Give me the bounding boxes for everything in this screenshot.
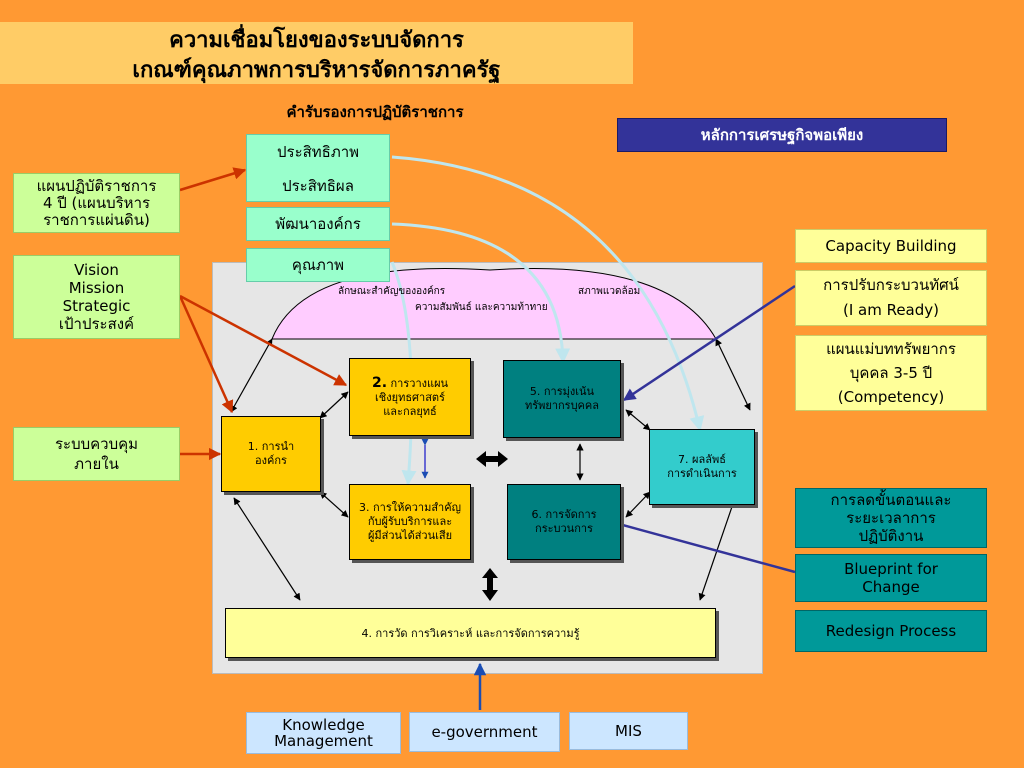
category-3-line1: 3. การให้ความสำคัญ [359, 501, 461, 514]
arrow-hr-results [625, 409, 651, 431]
title-line-1: ความเชื่อมโยงของระบบจัดการ [169, 27, 464, 53]
quality-box: คุณภาพ [246, 248, 390, 282]
vision-line1: Vision [74, 261, 119, 279]
title-band: ความเชื่อมโยงของระบบจัดการ เกณฑ์คุณภาพกา… [0, 22, 633, 84]
arrow-lead-customer [319, 491, 349, 518]
category-7-line2: การดำเนินการ [667, 467, 737, 480]
category-2-line2: เชิงยุทธศาสตร์ [375, 390, 445, 404]
plan-line2: 4 ปี (แผนบริหาร [42, 193, 151, 212]
curve-quality-customer [390, 261, 417, 486]
category-1-line1: 1. การนำ [247, 440, 295, 453]
category-6-line2: กระบวนการ [535, 522, 593, 535]
profile-label-right: สภาพแวดล้อม [578, 286, 641, 297]
arrow-lead-planning [319, 391, 349, 419]
mindset-line1: การปรับกระบวนทัศน์ [823, 276, 959, 294]
efficiency-label: ประสิทธิภาพ [276, 143, 360, 161]
arrow-process-results [625, 491, 651, 518]
profile-arc [271, 267, 717, 340]
internal-control-box: ระบบควบคุม ภายใน [13, 427, 180, 481]
curve-orgdev-hr [391, 222, 571, 364]
vision-mission-box: Vision Mission Strategic เป้าประสงค์ [13, 255, 180, 339]
category-5-line2: ทรัพยากรบุคคล [524, 399, 600, 412]
sufficiency-economy-label: หลักการเศรษฐกิจพอเพียง [617, 118, 947, 152]
category-6-process-management: 6. การจัดการ กระบวนการ [507, 484, 621, 560]
operational-plan-box: แผนปฏิบัติราชการ 4 ปี (แผนบริหาร ราชการแ… [13, 173, 180, 233]
category-2-line3: และกลยุทธ์ [383, 404, 437, 418]
category-1-line2: องค์กร [255, 454, 287, 467]
blueprint-line1: Blueprint for [844, 560, 938, 578]
effectiveness-label: ประสิทธิผล [282, 177, 354, 195]
category-3-line3: ผู้มีส่วนได้ส่วนเสีย [367, 529, 453, 542]
category-2-number: 2. [371, 374, 388, 391]
mindset-line2: (I am Ready) [842, 301, 940, 319]
category-5-line1: 5. การมุ่งเน้น [529, 385, 595, 398]
mindset-box: การปรับกระบวนทัศน์ (I am Ready) [795, 270, 987, 326]
control-line2: ภายใน [74, 455, 119, 473]
hr-line2: บุคคล 3-5 ปี [849, 364, 933, 382]
reduce-line1: การลดขั้นตอนและ [830, 491, 952, 509]
hr-line3: (Competency) [837, 388, 945, 406]
plan-line3: ราชการแผ่นดิน) [43, 210, 150, 229]
curve-efficiency-results [391, 155, 705, 432]
redesign-process-box: Redesign Process [795, 610, 987, 652]
vision-line2: Mission [68, 279, 125, 297]
category-7-line1: 7. ผลลัพธ์ [678, 453, 726, 466]
profile-label-center: ความสัมพันธ์ และความท้าทาย [415, 302, 548, 313]
plan-line1: แผนปฏิบัติราชการ [36, 176, 157, 195]
category-7-results: 7. ผลลัพธ์ การดำเนินการ [649, 429, 755, 505]
reduce-steps-box: การลดขั้นตอนและ ระยะเวลาการ ปฏิบัติงาน [795, 488, 987, 548]
category-3-customer-focus: 3. การให้ความสำคัญ กับผู้รับบริการและ ผู… [349, 484, 471, 560]
category-1-leadership: 1. การนำ องค์กร [221, 416, 321, 492]
e-government-box: e-government [409, 712, 560, 752]
hr-master-plan-box: แผนแม่บททรัพยากร บุคคล 3-5 ปี (Competenc… [795, 335, 987, 411]
category-6-line1: 6. การจัดการ [531, 508, 597, 521]
control-line1: ระบบควบคุม [54, 435, 139, 453]
org-development-box: พัฒนาองค์กร [246, 207, 390, 241]
arrow-lead-profile [230, 338, 273, 413]
vision-line3: Strategic [62, 297, 131, 315]
knowledge-management-box: Knowledge Management [246, 712, 401, 754]
efficiency-effectiveness-box: ประสิทธิภาพ ประสิทธิผล [246, 134, 390, 202]
red-arrow-vision-planning [179, 294, 348, 387]
profile-label-left: ลักษณะสำคัญขององค์กร [338, 286, 446, 297]
arrow-profile-results [715, 338, 751, 411]
category-2-strategic-planning: 2. การวางแผน เชิงยุทธศาสตร์ และกลยุทธ์ [349, 358, 471, 436]
thick-arrow-vertical [482, 568, 498, 601]
reduce-line2: ระยะเวลาการ [846, 509, 936, 527]
arrow-lead-measure [233, 497, 301, 601]
vision-line4: เป้าประสงค์ [58, 315, 135, 333]
navy-arrow-blueprint [606, 517, 796, 574]
km-line2: Management [274, 732, 373, 750]
red-arrow-plan [179, 167, 247, 192]
thick-arrow-horizontal [476, 451, 508, 467]
category-4-measurement: 4. การวัด การวิเคราะห์ และการจัดการความร… [225, 608, 716, 658]
arrow-results-measure [698, 497, 737, 601]
blueprint-line2: Change [862, 578, 920, 596]
km-line1: Knowledge [282, 716, 365, 734]
red-arrow-vision-lead [178, 295, 234, 414]
reduce-line3: ปฏิบัติงาน [858, 527, 924, 545]
category-5-hr-focus: 5. การมุ่งเน้น ทรัพยากรบุคคล [503, 360, 621, 438]
navy-arrow-mindset [622, 284, 796, 402]
title-line-2: เกณฑ์คุณภาพการบริหารจัดการภาครัฐ [132, 57, 501, 83]
category-2-line1: การวางแผน [390, 376, 449, 390]
hr-line1: แผนแม่บททรัพยากร [826, 340, 956, 358]
category-3-line2: กับผู้รับบริการและ [367, 515, 453, 528]
mis-box: MIS [569, 712, 688, 750]
capacity-building-box: Capacity Building [795, 229, 987, 263]
blueprint-box: Blueprint for Change [795, 554, 987, 602]
subtitle: คำรับรองการปฏิบัติราชการ [286, 103, 464, 121]
